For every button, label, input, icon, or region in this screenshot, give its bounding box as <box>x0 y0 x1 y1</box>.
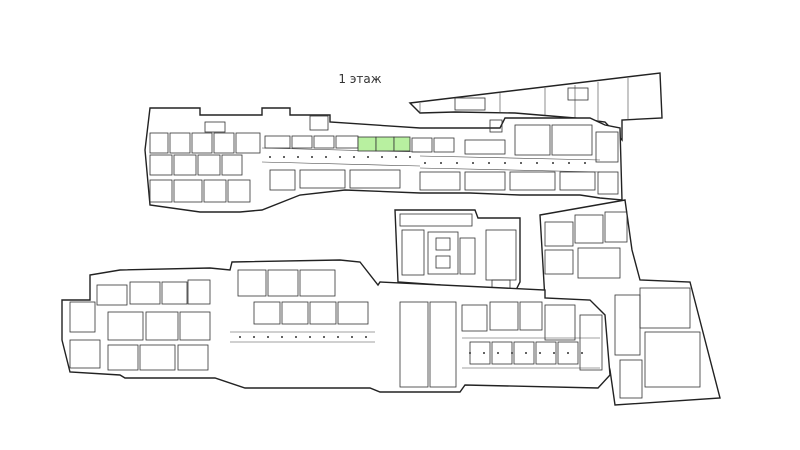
column-dot <box>311 156 313 158</box>
column-dot <box>497 352 499 354</box>
column-dot <box>469 352 471 354</box>
column-dot <box>567 352 569 354</box>
column-dot <box>353 156 355 158</box>
column-dot <box>581 352 583 354</box>
column-dot <box>553 352 555 354</box>
column-dot <box>520 162 522 164</box>
column-dot <box>309 336 311 338</box>
column-dot <box>472 162 474 164</box>
column-dot <box>584 162 586 164</box>
column-dot <box>323 336 325 338</box>
column-dot <box>456 162 458 164</box>
column-dot <box>269 156 271 158</box>
column-dot <box>525 352 527 354</box>
column-dot <box>539 352 541 354</box>
column-dot <box>281 336 283 338</box>
highlighted-room[interactable] <box>393 136 411 152</box>
column-markers <box>239 156 586 354</box>
column-dot <box>424 162 426 164</box>
north-east-wing[interactable] <box>408 72 663 142</box>
column-dot <box>381 156 383 158</box>
south-block[interactable] <box>61 259 611 393</box>
column-dot <box>337 336 339 338</box>
north-block[interactable] <box>144 107 623 213</box>
column-dot <box>351 336 353 338</box>
highlighted-room[interactable] <box>375 136 395 152</box>
highlighted-rooms[interactable] <box>357 136 411 152</box>
floor-label: 1 этаж <box>338 72 382 86</box>
column-dot <box>395 156 397 158</box>
column-dot <box>552 162 554 164</box>
column-dot <box>504 162 506 164</box>
column-dot <box>367 156 369 158</box>
column-dot <box>297 156 299 158</box>
column-dot <box>325 156 327 158</box>
column-dot <box>365 336 367 338</box>
column-dot <box>483 352 485 354</box>
column-dot <box>295 336 297 338</box>
highlighted-room[interactable] <box>357 136 377 152</box>
column-dot <box>283 156 285 158</box>
column-dot <box>536 162 538 164</box>
central-courtyard-block[interactable] <box>394 209 521 293</box>
column-dot <box>339 156 341 158</box>
column-dot <box>267 336 269 338</box>
column-dot <box>253 336 255 338</box>
column-dot <box>568 162 570 164</box>
column-dot <box>239 336 241 338</box>
column-dot <box>409 156 411 158</box>
column-dot <box>440 162 442 164</box>
column-dot <box>488 162 490 164</box>
column-dot <box>511 352 513 354</box>
